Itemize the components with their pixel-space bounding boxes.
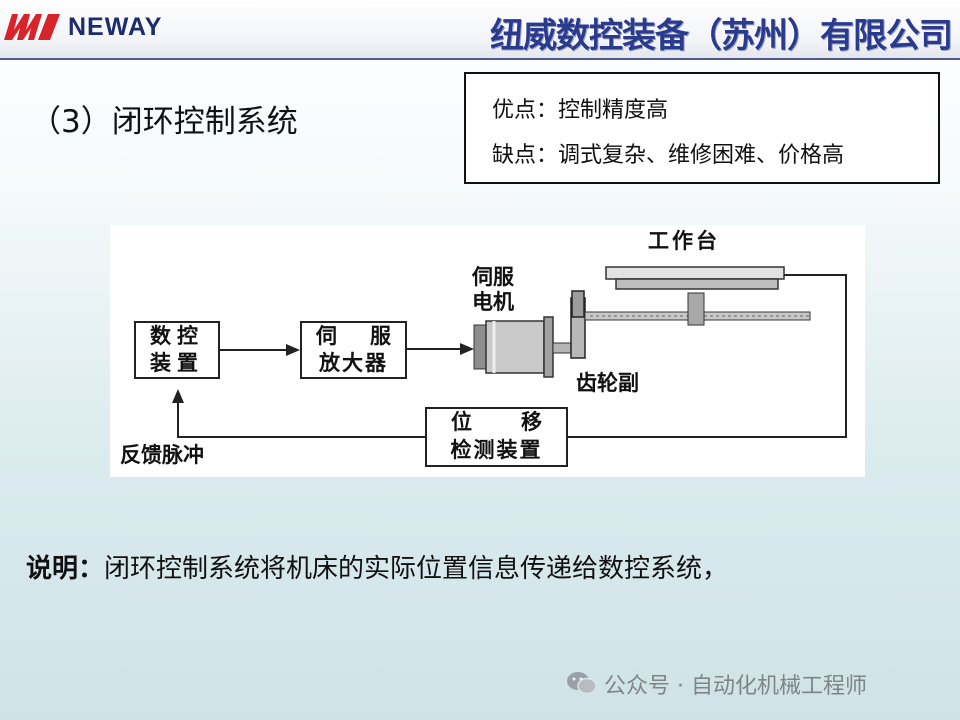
work-table-base [615,278,779,290]
feedback-line-table [568,274,847,438]
amp-label-left: 伺 [316,324,337,348]
pros-text: 优点：控制精度高 [492,98,669,123]
position-detector-block: 位 移 检测装置 [425,407,568,467]
neway-logo-icon [4,14,60,40]
amp-label-right: 服 [370,324,391,348]
motor-shaft [552,342,574,354]
detector-label-right: 移 [521,410,542,434]
servo-amplifier-block: 伺 服 放大器 [300,321,407,379]
wechat-icon [567,672,597,695]
company-name: 纽威数控装备（苏州）有限公司 [490,16,953,56]
screw-nut [687,292,705,326]
amp-label-line2: 放大器 [319,351,388,375]
logo-text: NEWAY [68,13,163,41]
detector-label-left: 位 [451,410,472,434]
pros-cons-box: 优点：控制精度高 缺点：调式复杂、维修困难、价格高 [464,72,940,184]
feedback-pulse-label: 反馈脉冲 [120,443,204,467]
arrowhead-feedback [172,389,184,403]
closed-loop-diagram: 数控 装置 伺 服 放大器 伺服 电机 工作台 齿轮副 位 移 检测装置 反馈脉… [110,225,865,477]
arrowhead-nc-to-amp [286,344,300,356]
motor-body [485,320,545,374]
work-table-label: 工作台 [648,229,720,253]
watermark-text: 公众号 · 自动化机械工程师 [604,674,867,699]
motor-label-line1: 伺服 [472,265,514,289]
explanation: 说明：闭环控制系统将机床的实际位置信息传递给数控系统， [26,548,728,585]
nc-label-line1: 数控 [150,324,204,348]
cons-text: 缺点：调式复杂、维修困难、价格高 [492,143,845,168]
work-table-top [605,266,785,280]
nc-label-line2: 装置 [150,351,204,375]
motor-label-line2: 电机 [472,290,514,314]
diagram-drawing [172,266,847,438]
arrowhead-amp-to-motor [460,343,474,355]
nc-device-block: 数控 装置 [134,321,220,379]
explanation-label: 说明： [26,554,105,584]
detector-label-line2: 检测装置 [450,438,543,462]
gear-small [571,290,585,318]
feedback-line-nc [177,401,425,438]
section-title: （3）闭环控制系统 [30,104,298,140]
explanation-text: 闭环控制系统将机床的实际位置信息传递给数控系统， [104,554,729,584]
gear-label: 齿轮副 [576,371,639,395]
header-bar: NEWAY 纽威数控装备（苏州）有限公司 [0,0,960,60]
motor-flange [543,316,554,378]
